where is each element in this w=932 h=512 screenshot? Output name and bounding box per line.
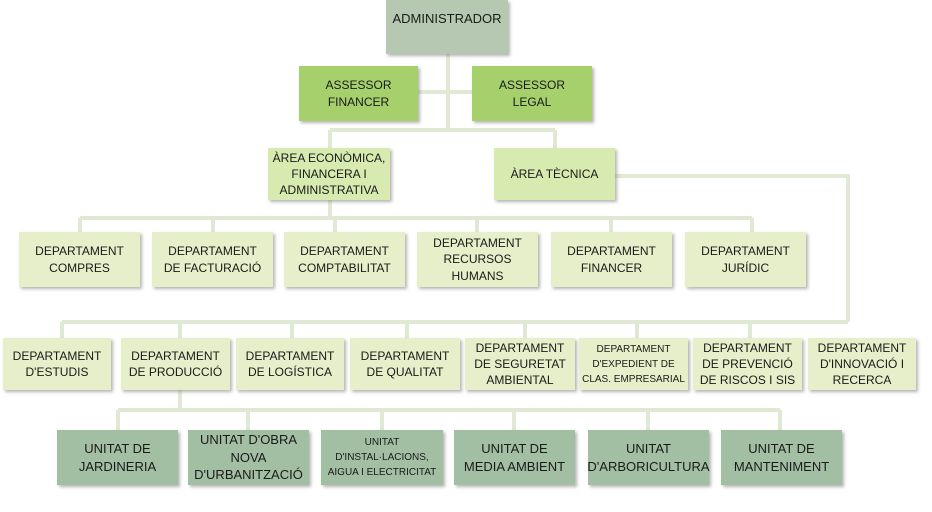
dept-financer-label: DEPARTAMENT FINANCER <box>567 244 656 275</box>
dept-comptabilitat-label: DEPARTAMENT COMPTABILITAT <box>298 244 391 275</box>
assessor-legal-label: ASSESSOR LEGAL <box>498 78 566 109</box>
dept-produccio-box: DEPARTAMENT DE PRODUCCIÓ <box>121 338 230 390</box>
unit-manteniment-label: UNITAT DE MANTENIMENT <box>733 440 830 474</box>
dept-juridic-label: DEPARTAMENT JURÍDIC <box>701 244 790 275</box>
unit-obra-nova-box: UNITAT D'OBRA NOVA D'URBANITZACIÓ <box>188 430 309 485</box>
dept-innovacio-label: DEPARTAMENT D'INNOVACIÓ I RECERCA <box>817 340 907 388</box>
area-tecnica-label: ÀREA TÈCNICA <box>510 166 599 181</box>
unit-arboricultura-label: UNITAT D'ARBORICULTURA <box>587 440 710 474</box>
dept-innovacio-box: DEPARTAMENT D'INNOVACIÓ I RECERCA <box>808 338 916 390</box>
unit-obra-nova-label: UNITAT D'OBRA NOVA D'URBANITZACIÓ <box>194 432 303 483</box>
assessor-legal-box: ASSESSOR LEGAL <box>472 66 592 121</box>
dept-juridic-box: DEPARTAMENT JURÍDIC <box>685 232 806 287</box>
unit-media-ambient-box: UNITAT DE MEDIA AMBIENT <box>454 430 575 485</box>
dept-qualitat-label: DEPARTAMENT DE QUALITAT <box>360 348 450 379</box>
unit-instal-lacions-label: UNITAT D'INSTAL·LACIONS, AIGUA I ELECTRI… <box>327 437 437 478</box>
dept-produccio-label: DEPARTAMENT DE PRODUCCIÓ <box>128 348 223 379</box>
assessor-financer-box: ASSESSOR FINANCER <box>299 66 418 121</box>
dept-qualitat-box: DEPARTAMENT DE QUALITAT <box>350 338 460 390</box>
unit-manteniment-box: UNITAT DE MANTENIMENT <box>721 430 842 485</box>
dept-facturacio-label: DEPARTAMENT DE FACTURACIÓ <box>163 244 262 275</box>
dept-expedient-box: DEPARTAMENT D'EXPEDIENT DE CLAS. EMPRESA… <box>579 338 688 390</box>
dept-compres-box: DEPARTAMENT COMPRES <box>19 232 140 287</box>
dept-estudis-label: DEPARTAMENT D'ESTUDIS <box>12 348 102 379</box>
area-economica-label: ÀREA ECONÒMICA, FINANCERA I ADMINISTRATI… <box>272 150 386 198</box>
dept-financer-box: DEPARTAMENT FINANCER <box>551 232 672 287</box>
dept-prevencio-label: DEPARTAMENT DE PREVENCIÓ DE RISCOS I SIS <box>699 340 796 388</box>
unit-arboricultura-box: UNITAT D'ARBORICULTURA <box>587 430 710 485</box>
assessor-financer-label: ASSESSOR FINANCER <box>325 78 392 109</box>
administrador-box: ADMINISTRADOR <box>386 0 508 54</box>
dept-prevencio-box: DEPARTAMENT DE PREVENCIÓ DE RISCOS I SIS <box>693 338 802 390</box>
dept-recursos-humans-label: DEPARTAMENT RECURSOS HUMANS <box>433 236 522 283</box>
dept-logistica-label: DEPARTAMENT DE LOGÍSTICA <box>245 348 335 379</box>
dept-expedient-label: DEPARTAMENT D'EXPEDIENT DE CLAS. EMPRESA… <box>582 343 685 385</box>
administrador-label: ADMINISTRADOR <box>392 11 502 26</box>
unit-jardineria-label: UNITAT DE JARDINERIA <box>78 440 157 474</box>
dept-facturacio-box: DEPARTAMENT DE FACTURACIÓ <box>152 232 273 287</box>
dept-seguretat-ambiental-label: DEPARTAMENT DE SEGURETAT AMBIENTAL <box>474 340 566 388</box>
unit-media-ambient-label: UNITAT DE MEDIA AMBIENT <box>463 440 566 474</box>
dept-seguretat-ambiental-box: DEPARTAMENT DE SEGURETAT AMBIENTAL <box>465 338 575 390</box>
dept-recursos-humans-box: DEPARTAMENT RECURSOS HUMANS <box>417 232 538 287</box>
unit-instal-lacions-box: UNITAT D'INSTAL·LACIONS, AIGUA I ELECTRI… <box>321 430 443 485</box>
dept-comptabilitat-box: DEPARTAMENT COMPTABILITAT <box>284 232 405 287</box>
area-tecnica-box: ÀREA TÈCNICA <box>494 148 615 200</box>
dept-estudis-box: DEPARTAMENT D'ESTUDIS <box>3 338 111 390</box>
dept-compres-label: DEPARTAMENT COMPRES <box>35 244 124 275</box>
area-economica-box: ÀREA ECONÒMICA, FINANCERA I ADMINISTRATI… <box>268 148 390 200</box>
unit-jardineria-box: UNITAT DE JARDINERIA <box>57 430 178 485</box>
dept-logistica-box: DEPARTAMENT DE LOGÍSTICA <box>236 338 344 390</box>
